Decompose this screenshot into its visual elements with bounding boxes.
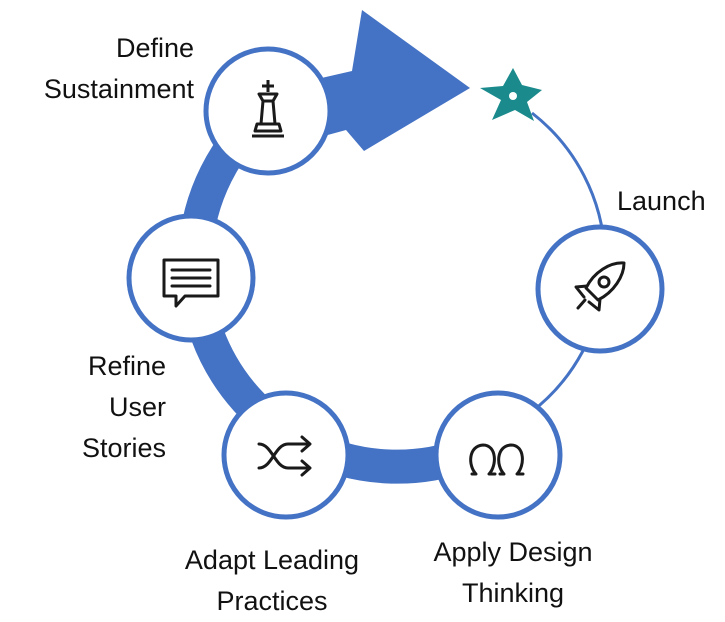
- brain-icon: [469, 443, 525, 476]
- label-line: Sustainment: [43, 74, 194, 104]
- label-line: Stories: [81, 433, 166, 463]
- label-define-sustainment: Define Sustainment: [6, 28, 194, 110]
- label-line: Thinking: [461, 578, 565, 608]
- label-adapt-leading-practices: Adapt Leading Practices: [162, 540, 382, 622]
- label-line: User: [108, 392, 166, 422]
- label-line: Practices: [216, 586, 328, 616]
- node-define-sustainment[interactable]: [203, 46, 333, 176]
- node-apply-design-thinking[interactable]: [433, 390, 563, 520]
- node-launch[interactable]: [535, 224, 665, 354]
- node-adapt-leading-practices[interactable]: [221, 390, 351, 520]
- rocket-icon: [574, 261, 626, 312]
- label-line: Adapt Leading: [184, 545, 360, 575]
- speech-bubble-icon: [162, 258, 220, 308]
- shuffle-icon: [257, 435, 312, 477]
- node-refine-user-stories[interactable]: [126, 213, 256, 343]
- chess-king-icon: [252, 80, 284, 138]
- label-launch: Launch: [617, 181, 723, 222]
- label-line: Define: [115, 33, 194, 63]
- label-line: Apply Design: [433, 537, 593, 567]
- label-refine-user-stories: Refine User Stories: [50, 346, 166, 469]
- label-line: Launch: [617, 186, 706, 216]
- star-icon: [480, 68, 542, 121]
- label-line: Refine: [87, 351, 166, 381]
- label-apply-design-thinking: Apply Design Thinking: [418, 532, 608, 614]
